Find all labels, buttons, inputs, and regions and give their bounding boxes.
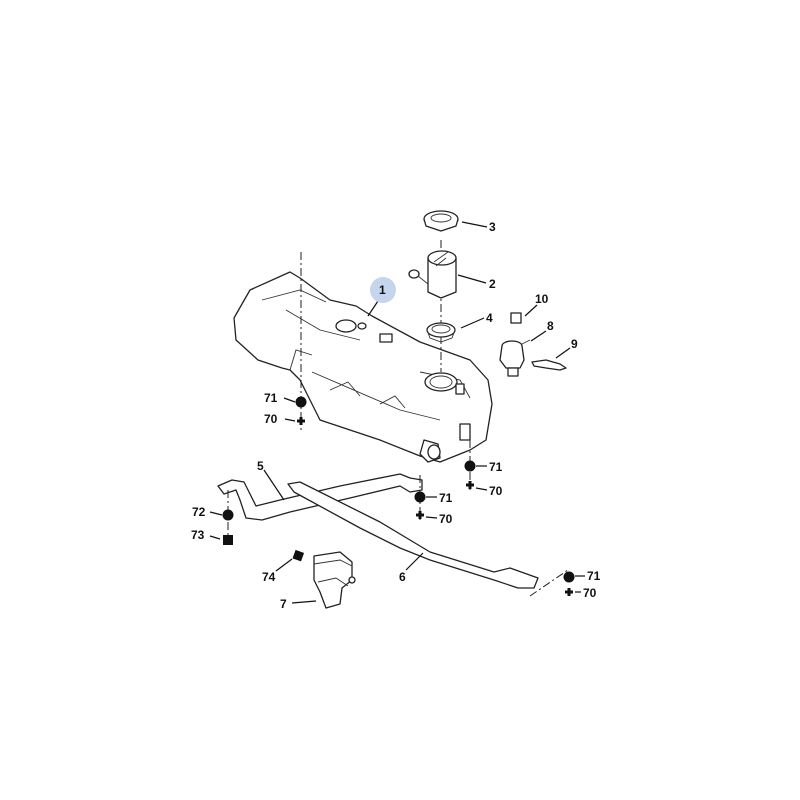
filled-square-icon [223, 535, 233, 545]
callout-71[interactable]: 71 [489, 460, 503, 474]
callout-70[interactable]: 70 [264, 412, 278, 426]
leader-lines [209, 221, 585, 604]
callout-9[interactable]: 9 [571, 337, 578, 351]
selected-part-highlight [370, 277, 396, 303]
strap-6[interactable] [287, 481, 539, 589]
callout-10[interactable]: 10 [535, 292, 549, 306]
sensor[interactable] [313, 551, 356, 609]
bolt-plus-icon [297, 417, 305, 425]
callout-70[interactable]: 70 [489, 484, 503, 498]
nut-icon [414, 491, 426, 503]
bolt-plus-icon [466, 481, 474, 489]
fuel-tank[interactable] [233, 271, 493, 463]
fastener-symbols [222, 396, 575, 596]
callout-73[interactable]: 73 [191, 528, 205, 542]
callout-1[interactable]: 1 [379, 283, 386, 297]
o-ring[interactable] [531, 359, 567, 371]
callout-3[interactable]: 3 [489, 220, 496, 234]
callout-71[interactable]: 71 [264, 391, 278, 405]
nut-icon [464, 460, 476, 472]
nut-icon [295, 396, 307, 408]
callout-5[interactable]: 5 [257, 459, 264, 473]
filled-square-icon [292, 549, 305, 562]
nut-icon [563, 571, 575, 583]
callout-2[interactable]: 2 [489, 277, 496, 291]
callout-72[interactable]: 72 [192, 505, 206, 519]
bolt-plus-icon [565, 588, 573, 596]
callout-70[interactable]: 70 [583, 586, 597, 600]
fuel-pump[interactable] [408, 250, 457, 299]
nut-icon [222, 509, 234, 521]
callout-70[interactable]: 70 [439, 512, 453, 526]
square-outline-icon [510, 312, 522, 324]
callout-8[interactable]: 8 [547, 319, 554, 333]
pressure-regulator[interactable] [499, 339, 531, 377]
callout-71[interactable]: 71 [587, 569, 601, 583]
axis-line [529, 569, 569, 597]
seal-ring[interactable] [426, 322, 456, 343]
bolt-plus-icon [416, 511, 424, 519]
callout-71[interactable]: 71 [439, 491, 453, 505]
callout-7[interactable]: 7 [280, 597, 287, 611]
callout-4[interactable]: 4 [486, 311, 493, 325]
callout-6[interactable]: 6 [399, 570, 406, 584]
locking-ring[interactable] [423, 210, 459, 232]
callout-74[interactable]: 74 [262, 570, 276, 584]
